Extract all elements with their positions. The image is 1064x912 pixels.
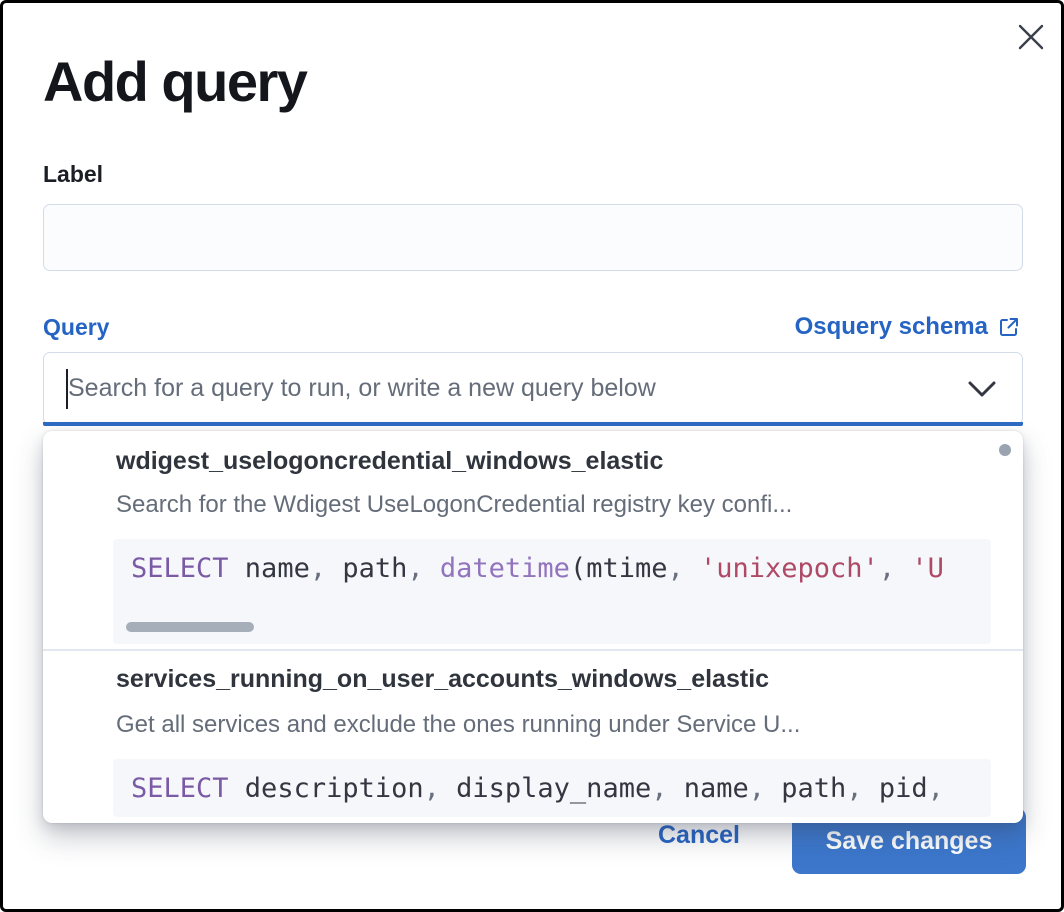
- code-line: SELECT description, display_name, name, …: [131, 773, 944, 804]
- modal-title: Add query: [43, 50, 308, 113]
- osquery-schema-link[interactable]: Osquery schema: [795, 313, 1021, 341]
- option-divider: [43, 649, 1023, 651]
- focus-underline: [43, 422, 1023, 426]
- text-cursor: [66, 369, 68, 409]
- query-option-description: Search for the Wdigest UseLogonCredentia…: [116, 491, 793, 518]
- query-field-label: Query: [43, 314, 110, 340]
- query-search-input[interactable]: [68, 353, 948, 424]
- label-input[interactable]: [43, 204, 1023, 271]
- query-search-combobox[interactable]: [43, 352, 1023, 426]
- scrollbar-thumb-vertical[interactable]: [999, 444, 1011, 456]
- label-field-label: Label: [43, 161, 104, 187]
- osquery-schema-link-label: Osquery schema: [794, 313, 988, 340]
- chevron-down-icon[interactable]: [966, 379, 998, 404]
- query-option-title: services_running_on_user_accounts_window…: [116, 665, 770, 693]
- scrollbar-thumb-horizontal[interactable]: [126, 622, 254, 632]
- code-snippet: SELECT name, path, datetime(mtime, 'unix…: [113, 539, 991, 644]
- query-option-title: wdigest_uselogoncredential_windows_elast…: [116, 447, 664, 475]
- chevron-down-glyph: [968, 381, 996, 397]
- cancel-button[interactable]: Cancel: [641, 813, 757, 857]
- close-icon[interactable]: [1011, 17, 1051, 57]
- code-line: SELECT name, path, datetime(mtime, 'unix…: [131, 553, 944, 584]
- x-cross-glyph: [1018, 24, 1044, 50]
- code-snippet: SELECT description, display_name, name, …: [113, 759, 991, 817]
- query-suggestions-dropdown: wdigest_uselogoncredential_windows_elast…: [43, 431, 1023, 823]
- external-link-icon: [1000, 318, 1018, 336]
- query-option-description: Get all services and exclude the ones ru…: [116, 711, 801, 738]
